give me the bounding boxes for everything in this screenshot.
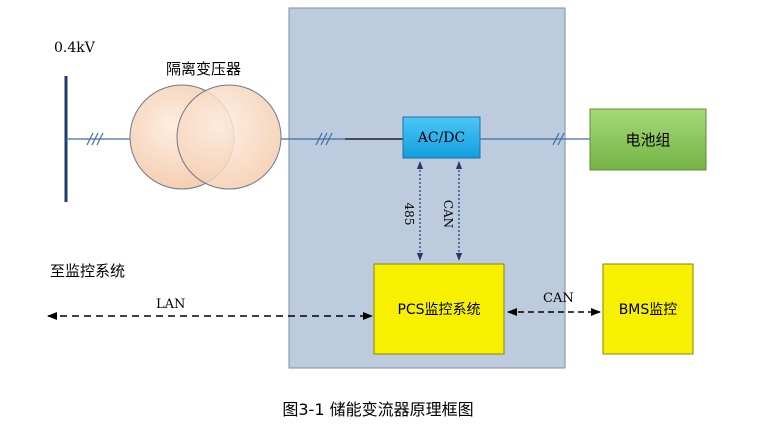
battery-box — [589, 108, 707, 171]
isolation-transformer-icon — [129, 84, 282, 190]
transformer-label: 隔离变压器 — [166, 60, 241, 78]
pcs-monitoring-box — [373, 263, 505, 355]
pcs-label: PCS监控系统 — [397, 302, 480, 318]
acdc-converter-box — [402, 116, 481, 159]
three-phase-mark-2 — [315, 132, 333, 146]
bms-label: BMS监控 — [619, 302, 678, 318]
dc-mark — [552, 132, 565, 146]
lan-label: LAN — [156, 297, 185, 312]
acdc-label: AC/DC — [417, 130, 465, 146]
can-horizontal-label: CAN — [543, 291, 574, 306]
rs485-label: 485 — [402, 203, 416, 226]
voltage-label: 0.4kV — [54, 40, 96, 56]
to-monitoring-label: 至监控系统 — [50, 262, 125, 280]
figure-caption: 图3-1 储能变流器原理框图 — [282, 400, 473, 419]
bms-monitoring-box — [602, 263, 694, 355]
battery-label: 电池组 — [625, 131, 670, 149]
three-phase-mark-1 — [86, 132, 104, 146]
can-vertical-label: CAN — [441, 200, 455, 228]
